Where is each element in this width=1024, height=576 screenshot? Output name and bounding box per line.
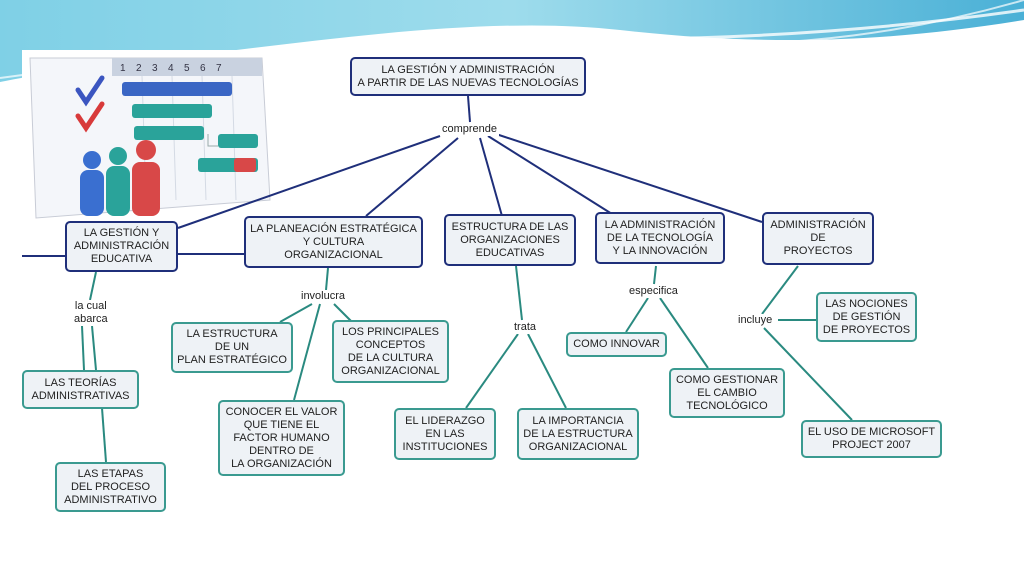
link-label-trata: trata xyxy=(512,321,539,334)
link-label-involucra: involucra xyxy=(299,290,348,303)
root-node: LA GESTIÓN Y ADMINISTRACIÓN A PARTIR DE … xyxy=(350,57,586,96)
node-liderazgo: EL LIDERAZGO EN LAS INSTITUCIONES xyxy=(394,408,496,460)
node-importancia-estructura: LA IMPORTANCIA DE LA ESTRUCTURA ORGANIZA… xyxy=(517,408,639,460)
link-label-incluye: incluye xyxy=(736,314,775,327)
gantt-number: 4 xyxy=(168,63,174,74)
gantt-number: 7 xyxy=(216,63,222,74)
link-label-la-cual-abarca: la cual abarca xyxy=(72,300,110,326)
node-plan-estrategico: LA ESTRUCTURA DE UN PLAN ESTRATÉGICO xyxy=(171,322,293,373)
node-conceptos-cultura: LOS PRINCIPALES CONCEPTOS DE LA CULTURA … xyxy=(332,320,449,383)
node-etapas-proceso: LAS ETAPAS DEL PROCESO ADMINISTRATIVO xyxy=(55,462,166,512)
node-estructura-organizaciones: ESTRUCTURA DE LAS ORGANIZACIONES EDUCATI… xyxy=(444,214,576,266)
gantt-chart-with-people-illustration: 1 2 3 4 5 6 7 xyxy=(29,57,271,219)
link-label-especifica: especifica xyxy=(627,285,680,298)
node-administracion-proyectos: ADMINISTRACIÓN DE PROYECTOS xyxy=(762,212,874,265)
node-planeacion-estrategica: LA PLANEACIÓN ESTRATÉGICA Y CULTURA ORGA… xyxy=(244,216,423,268)
node-microsoft-project: EL USO DE MICROSOFT PROJECT 2007 xyxy=(801,420,942,458)
node-gestion-educativa: LA GESTIÓN Y ADMINISTRACIÓN EDUCATIVA xyxy=(65,221,178,272)
link-label-comprende: comprende xyxy=(440,123,500,136)
node-nociones-gestion: LAS NOCIONES DE GESTIÓN DE PROYECTOS xyxy=(816,292,917,342)
node-gestionar-cambio: COMO GESTIONAR EL CAMBIO TECNOLÓGICO xyxy=(669,368,785,418)
node-como-innovar: COMO INNOVAR xyxy=(566,332,667,357)
gantt-number: 6 xyxy=(200,63,206,74)
gantt-number: 1 xyxy=(120,63,126,74)
node-factor-humano: CONOCER EL VALOR QUE TIENE EL FACTOR HUM… xyxy=(218,400,345,476)
node-administracion-tecnologia: LA ADMINISTRACIÓN DE LA TECNOLOGÍA Y LA … xyxy=(595,212,725,264)
gantt-number: 3 xyxy=(152,63,158,74)
node-teorias-administrativas: LAS TEORÍAS ADMINISTRATIVAS xyxy=(22,370,139,409)
gantt-number: 5 xyxy=(184,63,190,74)
gantt-number: 2 xyxy=(136,63,142,74)
